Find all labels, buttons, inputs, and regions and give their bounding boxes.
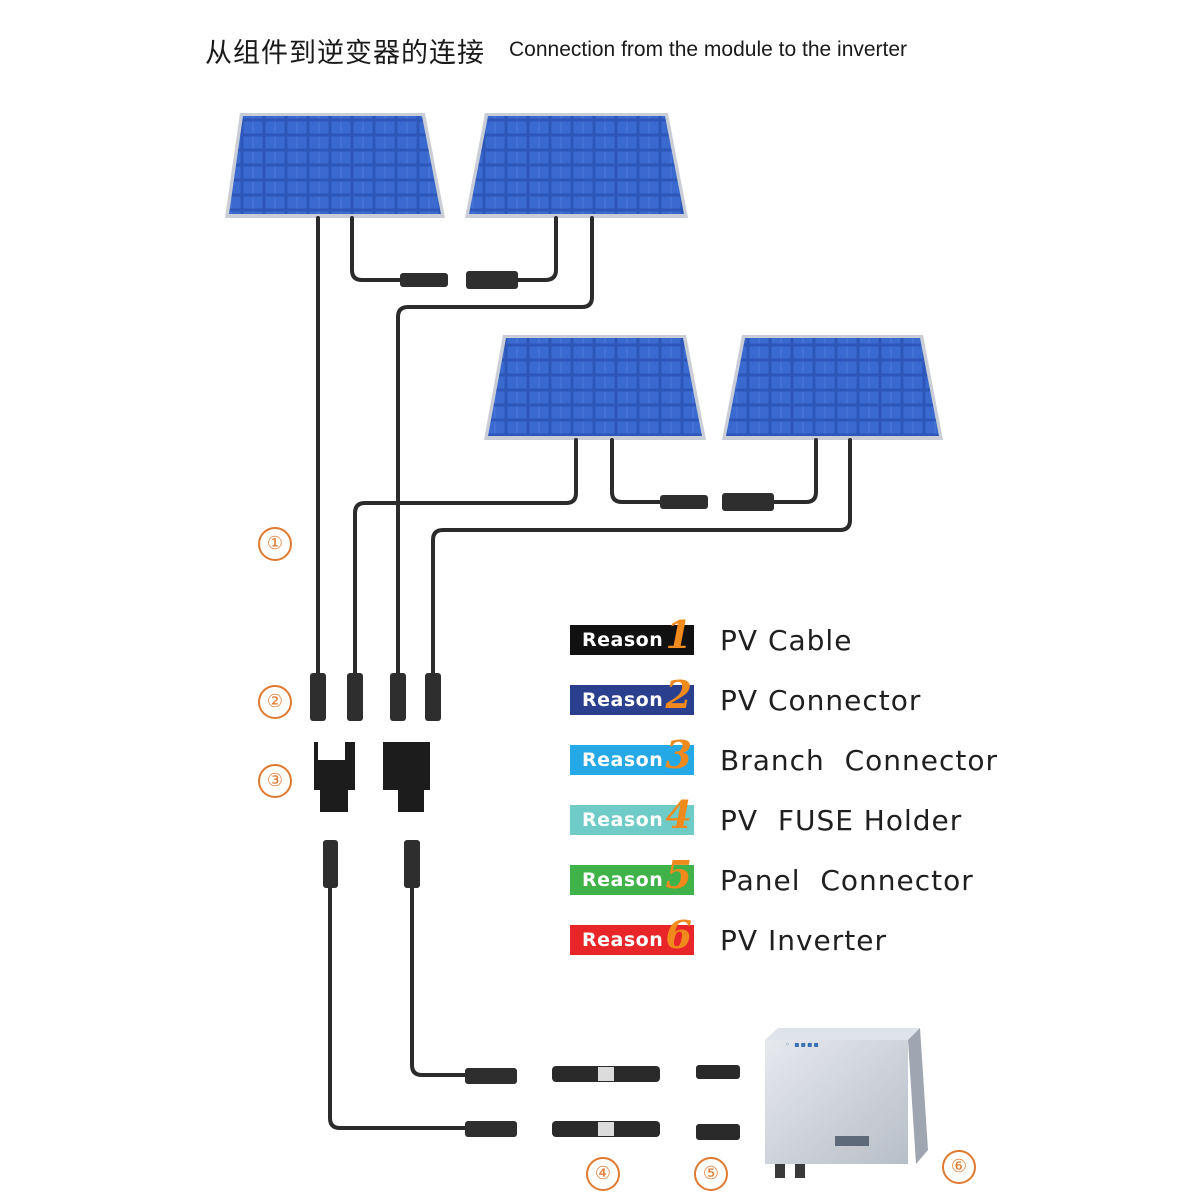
solar-panel-icon [225,113,445,218]
reason-number: 4 [665,792,692,837]
reason-badge: Reason 5 [570,852,694,897]
marker-5: ⑤ [694,1157,728,1191]
legend-row: Reason 5 Panel Connector [570,850,1030,910]
legend-row: Reason 2 PV Connector [570,670,1030,730]
legend-label: PV Inverter [720,923,887,957]
reason-number: 5 [665,852,692,897]
fuse-holder-icon [552,1066,660,1137]
solar-panel-icon [722,335,943,440]
inverter-brand-mark: ◦ ▪▪▪▪ [785,1040,820,1049]
mc4-connector-icon [465,1068,517,1137]
mc4-connector-icon [323,840,420,888]
reason-badge: Reason 4 [570,792,694,837]
legend-label: Panel Connector [720,863,974,897]
branch-connector-icon [314,742,430,812]
reason-badge: Reason 3 [570,732,694,777]
reason-number: 2 [665,672,692,717]
marker-4: ④ [586,1157,620,1191]
mc4-connector-icon [310,673,441,721]
title-english: Connection from the module to the invert… [509,38,908,61]
marker-2: ② [258,685,292,719]
reason-word: Reason [582,869,664,891]
legend-label: PV FUSE Holder [720,803,963,837]
reason-badge: Reason 6 [570,912,694,957]
reason-word: Reason [582,629,664,651]
legend: Reason 1 PV Cable Reason 2 PV Connector … [570,610,1030,970]
reason-number: 1 [665,612,692,657]
reason-number: 6 [665,912,692,957]
reason-word: Reason [582,809,664,831]
reason-word: Reason [582,689,664,711]
reason-badge: Reason 2 [570,672,694,717]
legend-row: Reason 4 PV FUSE Holder [570,790,1030,850]
reason-badge: Reason 1 [570,612,694,657]
legend-row: Reason 6 PV Inverter [570,910,1030,970]
reason-number: 3 [665,732,692,777]
title-chinese: 从组件到逆变器的连接 [205,37,485,69]
solar-panel-icon [465,113,688,218]
marker-1: ① [258,527,292,561]
reason-word: Reason [582,929,664,951]
inverter-icon [765,1028,928,1178]
marker-6: ⑥ [942,1150,976,1184]
legend-row: Reason 3 Branch Connector [570,730,1030,790]
legend-label: PV Cable [720,623,853,657]
diagram-title: 从组件到逆变器的连接 Connection from the module to… [205,28,1005,72]
pv-cable-group [316,216,852,1130]
solar-panel-icon [484,335,706,440]
mc4-connector-icon [696,1065,740,1140]
mc4-connector-icon [400,271,774,511]
reason-word: Reason [582,749,664,771]
legend-row: Reason 1 PV Cable [570,610,1030,670]
marker-3: ③ [258,764,292,798]
legend-label: Branch Connector [720,743,998,777]
legend-label: PV Connector [720,683,922,717]
